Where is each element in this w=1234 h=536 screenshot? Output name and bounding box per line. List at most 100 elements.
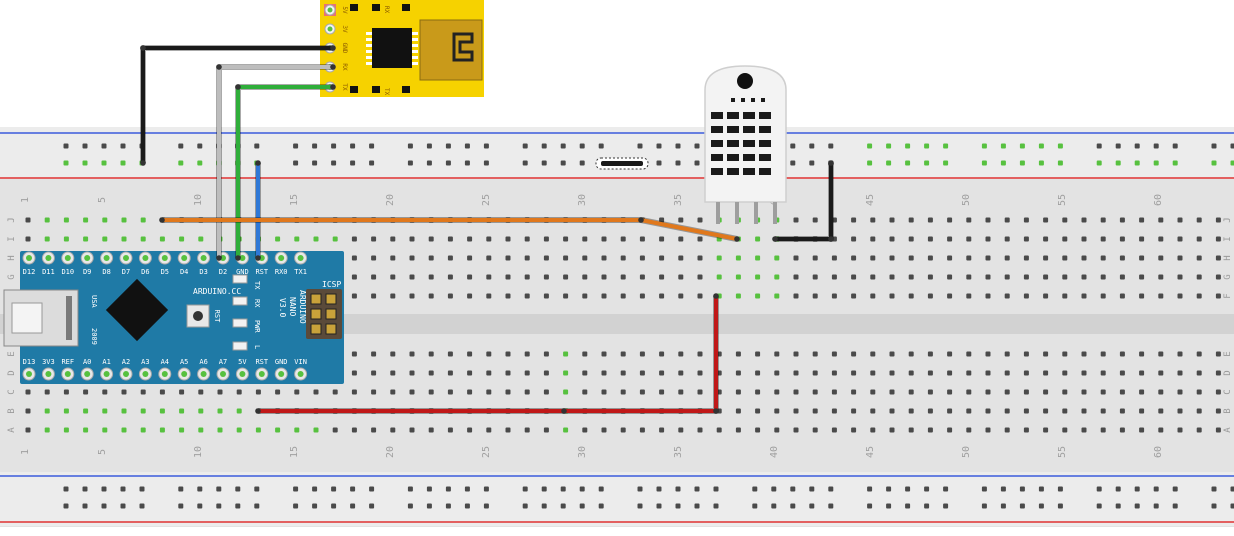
column-number-top: 55 xyxy=(1057,194,1068,206)
rail-hole xyxy=(886,486,892,492)
breadboard-hole xyxy=(1023,408,1029,414)
column-number-top: 25 xyxy=(481,194,492,206)
breadboard-hole xyxy=(217,389,223,395)
breadboard-hole xyxy=(1023,274,1029,280)
rail-hole xyxy=(675,143,681,149)
rail-hole xyxy=(771,503,777,509)
breadboard-hole xyxy=(870,370,876,376)
rail-hole xyxy=(809,160,815,166)
rail-hole xyxy=(924,503,930,509)
wire-black-sensor-gnd-joint xyxy=(772,236,778,242)
breadboard-hole xyxy=(1081,293,1087,299)
breadboard-hole xyxy=(159,427,165,433)
breadboard-hole xyxy=(1043,274,1049,280)
rail-hole xyxy=(905,486,911,492)
breadboard-hole xyxy=(428,255,434,261)
rail-hole xyxy=(216,503,222,509)
breadboard-hole xyxy=(927,427,933,433)
rail-hole xyxy=(1211,143,1217,149)
rail-hole xyxy=(407,503,413,509)
breadboard-hole xyxy=(1043,217,1049,223)
rail-hole xyxy=(981,503,987,509)
row-letter-left: B xyxy=(7,408,17,413)
dht22-mount-hole xyxy=(737,73,753,89)
rail-hole xyxy=(1038,486,1044,492)
breadboard-hole xyxy=(889,255,895,261)
breadboard-hole xyxy=(1196,351,1202,357)
breadboard-hole xyxy=(966,427,972,433)
dht22-vent-slot xyxy=(727,126,739,133)
breadboard-hole xyxy=(678,274,684,280)
breadboard-hole xyxy=(371,427,377,433)
breadboard-hole xyxy=(236,389,242,395)
breadboard-hole xyxy=(390,274,396,280)
column-number-top: 1 xyxy=(20,197,31,203)
nano-header-pin-center xyxy=(278,371,285,377)
breadboard-hole xyxy=(947,351,953,357)
breadboard-hole xyxy=(774,255,780,261)
breadboard-hole xyxy=(236,427,242,433)
rail-hole xyxy=(905,503,911,509)
wire-orange-data-joint xyxy=(159,217,165,223)
breadboard-hole xyxy=(908,255,914,261)
breadboard-hole xyxy=(294,389,300,395)
breadboard-hole xyxy=(947,293,953,299)
breadboard-hole xyxy=(735,370,741,376)
column-number-top: 15 xyxy=(289,194,300,206)
breadboard-hole xyxy=(543,293,549,299)
row-letter-right: E xyxy=(1223,351,1233,356)
breadboard-hole xyxy=(1043,255,1049,261)
breadboard-hole xyxy=(1215,217,1221,223)
rail-hole xyxy=(828,503,834,509)
dht22-vent-slot xyxy=(759,168,771,175)
dht22-vent-slot xyxy=(731,98,735,102)
breadboard-hole xyxy=(966,274,972,280)
breadboard-hole xyxy=(793,427,799,433)
rail-hole xyxy=(254,503,260,509)
rail-hole xyxy=(713,503,719,509)
rail-hole xyxy=(1000,143,1006,149)
row-letter-right: B xyxy=(1223,408,1233,413)
breadboard-hole xyxy=(1004,274,1010,280)
rail-hole xyxy=(752,503,758,509)
breadboard-hole xyxy=(716,274,722,280)
rail-hole xyxy=(675,486,681,492)
breadboard-hole xyxy=(1177,408,1183,414)
rail-hole xyxy=(369,503,375,509)
wire-gray-rx-ftdi-joint xyxy=(216,255,222,261)
breadboard-hole xyxy=(831,274,837,280)
smd-component xyxy=(350,86,358,93)
rail-hole xyxy=(943,486,949,492)
breadboard-hole xyxy=(889,293,895,299)
breadboard-hole xyxy=(639,274,645,280)
rail-hole xyxy=(369,160,375,166)
column-number-bottom: 10 xyxy=(193,446,204,458)
rail-hole xyxy=(63,503,69,509)
nano-header-pin-center xyxy=(142,371,149,377)
breadboard-hole xyxy=(1100,293,1106,299)
breadboard-hole xyxy=(966,255,972,261)
breadboard-hole xyxy=(1100,389,1106,395)
rail-hole xyxy=(1153,160,1159,166)
nano-header-pin-center xyxy=(220,371,226,377)
breadboard-hole xyxy=(467,236,473,242)
breadboard-hole xyxy=(947,255,953,261)
breadboard-hole xyxy=(1004,217,1010,223)
breadboard-hole xyxy=(1215,370,1221,376)
breadboard-hole xyxy=(831,255,837,261)
breadboard-hole xyxy=(1043,370,1049,376)
row-letter-right: H xyxy=(1223,255,1233,260)
breadboard-hole xyxy=(755,274,761,280)
rail-hole xyxy=(675,503,681,509)
breadboard-hole xyxy=(582,236,588,242)
nano-brand-text: ARDUINO.CC xyxy=(193,287,241,296)
rail-hole xyxy=(101,486,107,492)
breadboard-hole xyxy=(659,389,665,395)
rail-hole xyxy=(293,486,299,492)
rail-hole xyxy=(312,486,318,492)
breadboard-hole xyxy=(908,293,914,299)
breadboard-hole xyxy=(1196,255,1202,261)
rail-hole xyxy=(579,503,585,509)
rail-hole xyxy=(522,503,528,509)
